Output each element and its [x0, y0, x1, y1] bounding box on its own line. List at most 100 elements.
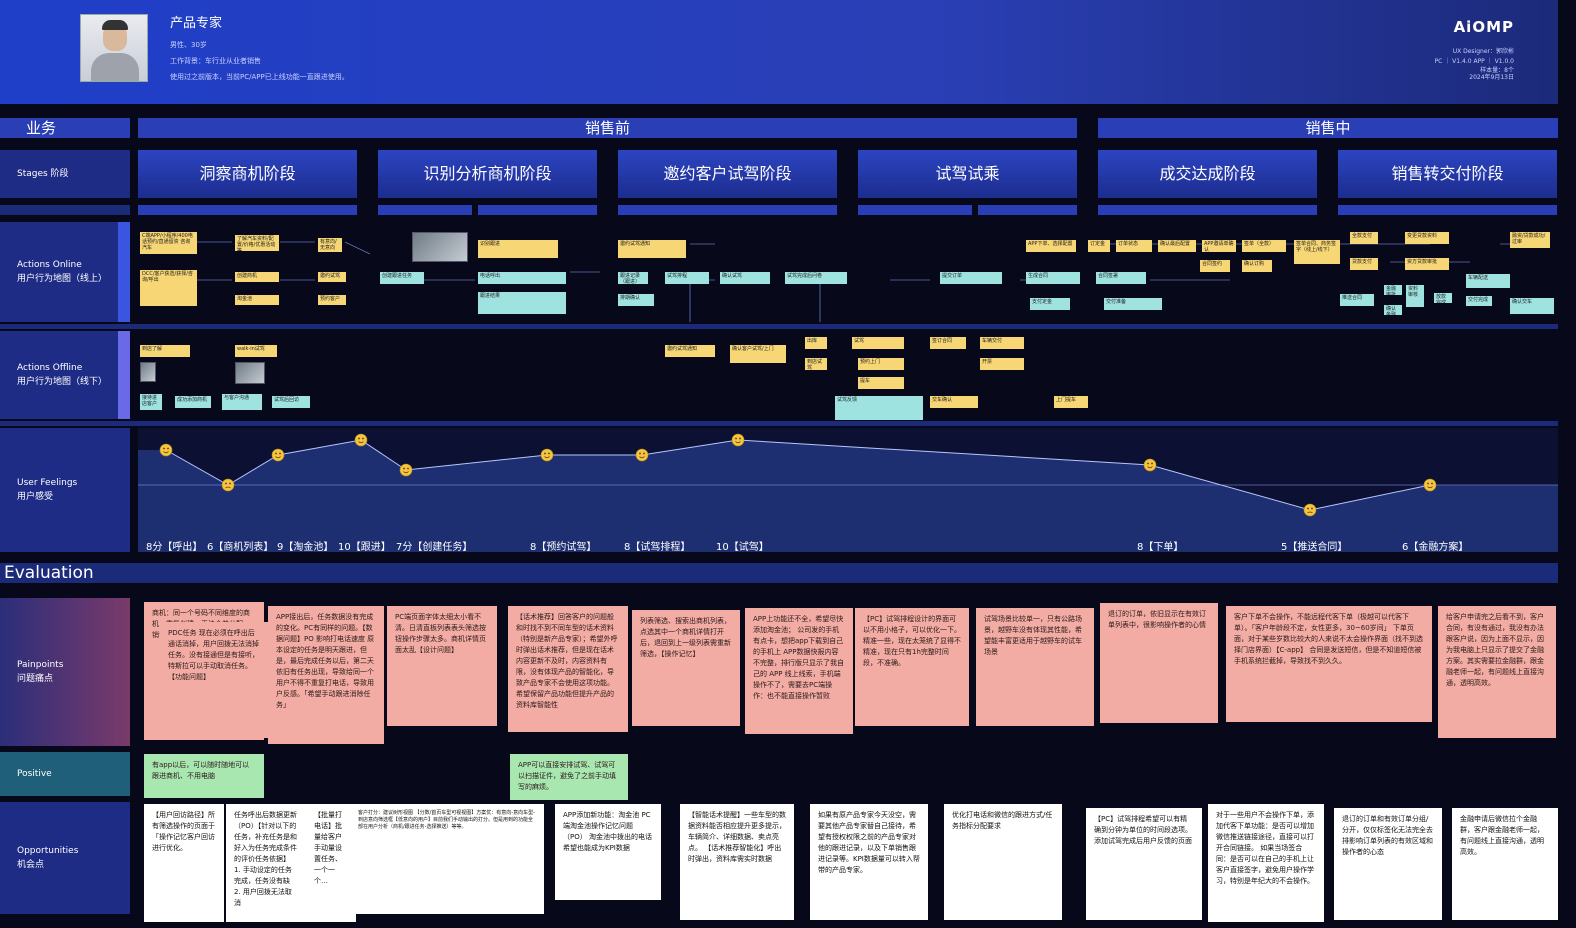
- emoji-eye: [163, 447, 165, 450]
- emoji-eye: [1307, 507, 1309, 510]
- offline-step: 确认客户试驾/上门: [730, 345, 786, 363]
- opportunity-note: APP添加新功能：淘金池 PC端淘金池操作记忆问题（PO） 淘金池中拨出的电话希…: [555, 804, 661, 900]
- evaluation-bar: Evaluation: [0, 563, 1558, 583]
- online-step: 预约客户: [318, 295, 346, 305]
- online-step: 创建跟进任务: [380, 272, 424, 284]
- online-step: 资方贷款审批: [1405, 258, 1449, 270]
- online-step: 确认试驾: [720, 272, 770, 284]
- painpoint-note: 试驾场景比较单一，只有公路场景，越野车没有体现其性能，希望能丰富更适用于越野车的…: [976, 608, 1094, 726]
- photo-store: [140, 362, 156, 382]
- evaluation-title: Evaluation: [4, 563, 94, 583]
- emoji-eye: [1427, 482, 1429, 485]
- painpoint-text: PC端页面字体太细太小看不清。日清直板列表表头筛选按钮操作步骤太多。商机详情页面…: [395, 613, 486, 654]
- offline-step: 交车确认: [930, 396, 978, 408]
- opportunity-note: 【PC】试驾排程希望可以有精确到分钟为单位的时间段选项。 添加试驾完成后用户反馈…: [1086, 808, 1202, 920]
- online-step: 邀约试驾通知: [618, 240, 686, 258]
- positive-note: 有app以后，可以随时随地可以跟进商机、不用电脑: [144, 754, 264, 798]
- online-step: 变更贷款资料: [1405, 232, 1449, 244]
- painpoint-note: 给客户申请完之后看不到，客户合同，有没有通过，我没有办法跟客户说，因为上面不显示…: [1438, 606, 1556, 738]
- online-step: 邀约试驾: [318, 272, 346, 282]
- opportunity-text: 【PC】试驾排程希望可以有精确到分钟为单位的时间段选项。 添加试驾完成后用户反馈…: [1094, 815, 1192, 845]
- opportunity-text: 退订的订单和有效订单分组/分开，仅仅标签化无法完全去排影响订单列表的有效区域和操…: [1342, 815, 1433, 856]
- online-step: 融资/贷款成功/过审: [1510, 232, 1550, 248]
- emoji-mouth: [544, 456, 550, 459]
- opportunity-note: 【智能话术提醒】一些车型的数据资料能否相应提升更多提示，车辆简介、详细数据、卖点…: [680, 804, 794, 920]
- persona-line: 工作背景：车行业从业者销售: [170, 57, 261, 65]
- emoji-eye: [544, 452, 546, 455]
- photo-walkin: [235, 362, 265, 384]
- score-label: 10【试驾】: [716, 542, 769, 553]
- smile-emoji: [635, 448, 649, 462]
- persona-name: 产品专家: [170, 16, 223, 31]
- row-label-opportunities: Opportunities 机会点: [0, 802, 130, 914]
- painpoint-text: 客户下单不会操作，不能远程代客下单（极越可以代客下单）。「客户年龄段不定，女性更…: [1234, 613, 1423, 665]
- online-side-marker: [118, 222, 130, 322]
- row-label-text: User Feelings: [17, 478, 78, 488]
- offline-step: 提车: [858, 377, 904, 389]
- painpoint-text: 【话术推荐】回答客户的问题般和时找不到不同车型的话术资料（特别是新产品专家）；希…: [516, 613, 618, 709]
- online-step: 全款支付: [1350, 232, 1378, 244]
- online-step: 订单状态: [1116, 240, 1152, 252]
- row-label-text: Positive: [17, 769, 52, 779]
- offline-step: 开票: [980, 358, 1024, 370]
- opportunity-text: 如果有原产品专家今天没空，需要其他产品专家替自己接待，希望有授权权限之前的产品专…: [818, 811, 920, 874]
- opportunity-text: 优化打电话和微信的跟进方式/任务指标分配要求: [952, 811, 1053, 830]
- emoji-eye: [362, 437, 364, 440]
- score-label: 6【商机列表】: [207, 542, 274, 553]
- stage-1: 洞察商机阶段: [138, 150, 357, 198]
- smile-emoji: [540, 448, 554, 462]
- online-step: 确认交车: [1510, 298, 1554, 314]
- row-label-text: 用户感受: [17, 492, 54, 502]
- phase-business: 业务: [0, 118, 130, 138]
- row-label-text: 用户行为地图（线上）: [17, 274, 108, 284]
- online-step: 放款完成: [1434, 293, 1452, 303]
- persona-line: 男性、30岁: [170, 41, 207, 49]
- row-label-text: Actions Online: [17, 260, 82, 270]
- opportunity-note: 对于一些用户不会操作下单，添加代客下单功能：是否可以增加微信推送链接途径，直接可…: [1208, 804, 1324, 922]
- score-label: 10【跟进】: [338, 542, 391, 553]
- online-step: 资料审核: [1406, 285, 1424, 307]
- online-step: 贷款支付: [1350, 258, 1378, 270]
- opportunity-text: 客户打分：建议树形视图 【分数/首页车型可视视图】方案优：有意向-意向车型-到店…: [358, 810, 535, 830]
- online-step: 电话呼出: [478, 272, 566, 284]
- emoji-eye: [1311, 507, 1313, 510]
- row-label-stages: Stages 阶段: [0, 150, 130, 198]
- substage-spacer: [0, 205, 130, 215]
- substage-bar: [1338, 205, 1557, 215]
- avatar-hair: [102, 20, 128, 30]
- painpoint-text: APP接出后，任务数据没有完成的变化。PC有同样的问题。【数据问题】PO 影响打…: [276, 613, 375, 709]
- online-step: 跟进记录（跟进）: [618, 272, 648, 284]
- row-label-text: Painpoints: [17, 660, 64, 670]
- emoji-eye: [548, 452, 550, 455]
- offline-step: 试驾后回访: [272, 396, 310, 408]
- substage-bar: [138, 205, 357, 215]
- designer-label: UX Designer：郭欣彬: [1452, 48, 1514, 55]
- persona-avatar: [80, 14, 148, 82]
- emoji-mouth: [639, 456, 645, 459]
- happy-emoji: [731, 433, 745, 447]
- score-label: 8分【呼出】: [146, 542, 203, 553]
- painpoint-text: 列表筛选、搜索出商机列表，点选其中一个商机详情打开后，退回到上一级列表需重新筛选…: [640, 617, 731, 658]
- offline-side-marker: [118, 331, 130, 419]
- positive-text: APP可以直接安排试驾、试驾可以扫描证件，避免了之前手动填写的麻烦。: [518, 761, 616, 791]
- online-step: 确认金融方案: [1384, 305, 1402, 315]
- online-step: 提交订单: [940, 272, 1002, 284]
- online-step: 试驾排程: [665, 272, 709, 284]
- opportunity-note: 【用户回访路径】所有筛选操作的页面于「操作记忆客户回访进行优化。: [144, 804, 224, 922]
- emoji-eye: [358, 437, 360, 440]
- sad-emoji: [1303, 503, 1317, 517]
- painpoint-note: 退订的订单，依旧显示在有效订单列表中，很影响操作者的心情: [1100, 603, 1218, 723]
- painpoint-text: 【PC】试驾排程设计的界面可以不用小格子，可以优化一下。精准一些，现在太笼统了显…: [863, 615, 961, 667]
- painpoint-note: APP接出后，任务数据没有完成的变化。PC有同样的问题。【数据问题】PO 影响打…: [268, 606, 384, 744]
- phase-pre-sale: 销售前: [138, 118, 1077, 138]
- emoji-eye: [1147, 462, 1149, 465]
- offline-step: 上门提车: [1054, 396, 1088, 408]
- offline-step: 到店试驾: [805, 358, 827, 370]
- stage-3: 邀约客户试驾阶段: [618, 150, 837, 198]
- opportunity-note: 客户打分：建议树形视图 【分数/首页车型可视视图】方案优：有意向-意向车型-到店…: [350, 804, 544, 914]
- online-step: 签单（全款）: [1242, 240, 1286, 252]
- emoji-eye: [639, 452, 641, 455]
- opportunity-note: 金融申请后微信拉个金融群，客户跟金融老师一起，有问题线上直接沟通，透明高效。: [1452, 808, 1558, 920]
- painpoint-text: 退订的订单，依旧显示在有效订单列表中，很影响操作者的心情: [1108, 610, 1206, 629]
- online-step: 淘金池: [235, 295, 279, 305]
